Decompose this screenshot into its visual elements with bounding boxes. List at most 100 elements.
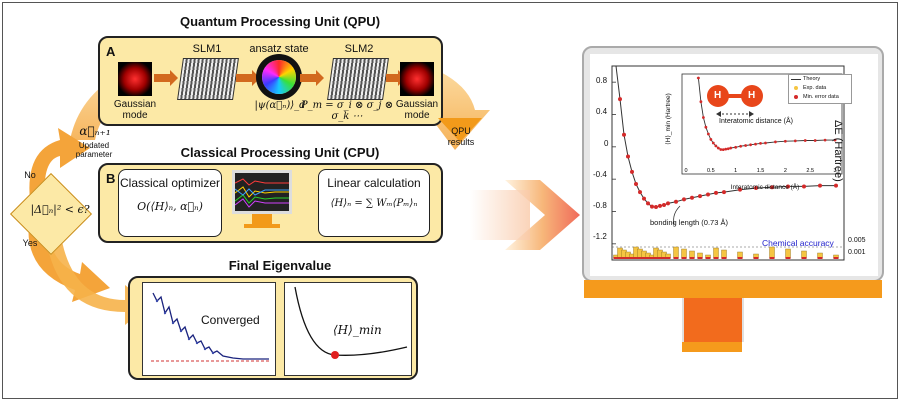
min-error-point-6 xyxy=(638,190,642,195)
panel-letter-b: B xyxy=(106,171,116,186)
inset-point-4 xyxy=(706,132,710,136)
distance-label: Interatomic distance (Å) xyxy=(719,118,793,125)
inset-point-9 xyxy=(719,148,723,151)
min-error-point-27 xyxy=(834,183,838,188)
inset-x-tick-1: 0.5 xyxy=(707,168,715,174)
inset-point-11 xyxy=(724,147,728,151)
inset-point-20 xyxy=(764,141,767,145)
right-tick-0: 0.005 xyxy=(848,237,866,244)
inset-point-8 xyxy=(716,146,720,150)
monitor-base xyxy=(682,342,742,352)
min-error-bar-21 xyxy=(737,257,743,259)
figure-frame xyxy=(2,2,898,399)
converged-label: Converged xyxy=(201,313,260,327)
inset-point-24 xyxy=(803,139,807,142)
h-label-right: H xyxy=(748,90,756,101)
bond-annotation-arrow xyxy=(673,205,681,225)
inset-point-5 xyxy=(709,138,713,141)
linear-formula: ⟨H⟩ₙ = ∑ Wₘ⟨Pₘ⟩ₙ xyxy=(330,198,418,209)
min-error-point-18 xyxy=(706,192,710,197)
slm1-label: SLM1 xyxy=(192,43,222,55)
inset-point-17 xyxy=(749,143,752,147)
monitor-stand xyxy=(682,298,744,342)
energy-min-svg xyxy=(294,286,408,359)
linear-calc-box: Linear calculation ⟨H⟩ₙ = ∑ Wₘ⟨Pₘ⟩ₙ xyxy=(318,169,430,237)
ytick-2: 0 xyxy=(604,139,609,148)
monitor-bottom-bar xyxy=(584,280,882,298)
cpu-monitor-stand xyxy=(252,214,272,224)
min-error-point-20 xyxy=(722,190,726,195)
inset-point-19 xyxy=(759,141,762,145)
min-error-point-4 xyxy=(630,169,634,174)
inset-point-25 xyxy=(813,139,817,142)
linear-label: Linear calculation xyxy=(327,176,421,190)
optimizer-formula: O(⟨H⟩ₙ, α⃗ₙ) xyxy=(137,200,203,213)
arrow-4 xyxy=(386,74,400,82)
inset-point-10 xyxy=(721,148,725,152)
arrow-1 xyxy=(154,74,172,82)
inset-point-12 xyxy=(726,147,730,151)
no-label: No xyxy=(24,170,36,180)
qpu-title: Quantum Processing Unit (QPU) xyxy=(179,14,381,29)
min-error-bar-9 xyxy=(649,257,655,259)
slm2-image xyxy=(327,58,389,100)
min-error-bar-11 xyxy=(657,257,663,259)
inset-point-16 xyxy=(744,144,748,147)
min-error-point-22 xyxy=(754,186,758,191)
qpu-results-arrow-head xyxy=(438,118,482,142)
h-atom-right xyxy=(741,85,763,107)
inset-point-21 xyxy=(774,140,777,144)
h-atom-left xyxy=(707,85,729,107)
cpu-monitor-screen xyxy=(232,170,292,214)
inset-point-26 xyxy=(823,138,827,142)
chevron-tail xyxy=(470,190,530,240)
ansatz-state-image xyxy=(262,60,296,94)
min-error-point-1 xyxy=(618,97,622,102)
min-error-point-14 xyxy=(674,199,678,204)
h-label-left: H xyxy=(714,90,722,101)
inset-x-tick-6: 3 xyxy=(834,168,837,174)
arrow-2 xyxy=(236,74,254,82)
panel-letter-a: A xyxy=(106,44,116,59)
min-error-bar-10 xyxy=(653,257,659,259)
min-error-point-13 xyxy=(666,201,670,206)
ytick-0: 0.8 xyxy=(596,76,608,85)
min-error-bar-20 xyxy=(721,257,727,259)
min-error-bar-13 xyxy=(665,257,671,259)
inset-point-13 xyxy=(729,146,733,150)
qpu-results-label: QPU results xyxy=(447,126,475,147)
ytick-1: 0.4 xyxy=(596,107,608,116)
min-error-bar-12 xyxy=(661,257,667,259)
optimizer-box: Classical optimizer O(⟨H⟩ₙ, α⃗ₙ) xyxy=(118,169,222,237)
error-bar-25 xyxy=(801,250,807,259)
legend-theory: Theory xyxy=(789,75,851,84)
inset-x-tick-2: 1 xyxy=(734,168,737,174)
cpu-title: Classical Processing Unit (CPU) xyxy=(180,145,380,160)
error-bar-19 xyxy=(713,247,719,259)
gaussian-mode-right-image xyxy=(400,62,434,96)
inset-point-27 xyxy=(833,138,837,142)
inset-point-18 xyxy=(754,142,757,146)
plot-frame xyxy=(611,65,845,261)
min-error-bar-6 xyxy=(637,257,643,259)
min-error-bar-24 xyxy=(785,257,791,259)
h-bond xyxy=(726,94,744,98)
final-title: Final Eigenvalue xyxy=(228,258,332,273)
min-error-point-17 xyxy=(698,194,702,199)
arrow-1-head xyxy=(170,70,178,86)
min-error-bar-23 xyxy=(769,257,775,259)
min-error-bar-3 xyxy=(625,257,631,259)
y-axis-label: ΔE (Hartree) xyxy=(832,120,844,182)
error-bar-14 xyxy=(673,246,679,259)
min-error-point-11 xyxy=(658,203,662,208)
min-error-bar-18 xyxy=(705,257,711,259)
min-error-bar-19 xyxy=(713,257,719,259)
min-error-point-23 xyxy=(770,185,774,190)
gaussian-left-label: Gaussian mode xyxy=(113,99,157,121)
distance-arrow-head-left xyxy=(716,111,721,117)
min-error-point-10 xyxy=(654,205,658,210)
arrow-3 xyxy=(300,74,318,82)
min-error-bar-22 xyxy=(753,257,759,259)
slm1-image xyxy=(177,58,239,100)
to-final-arrow xyxy=(45,230,150,325)
